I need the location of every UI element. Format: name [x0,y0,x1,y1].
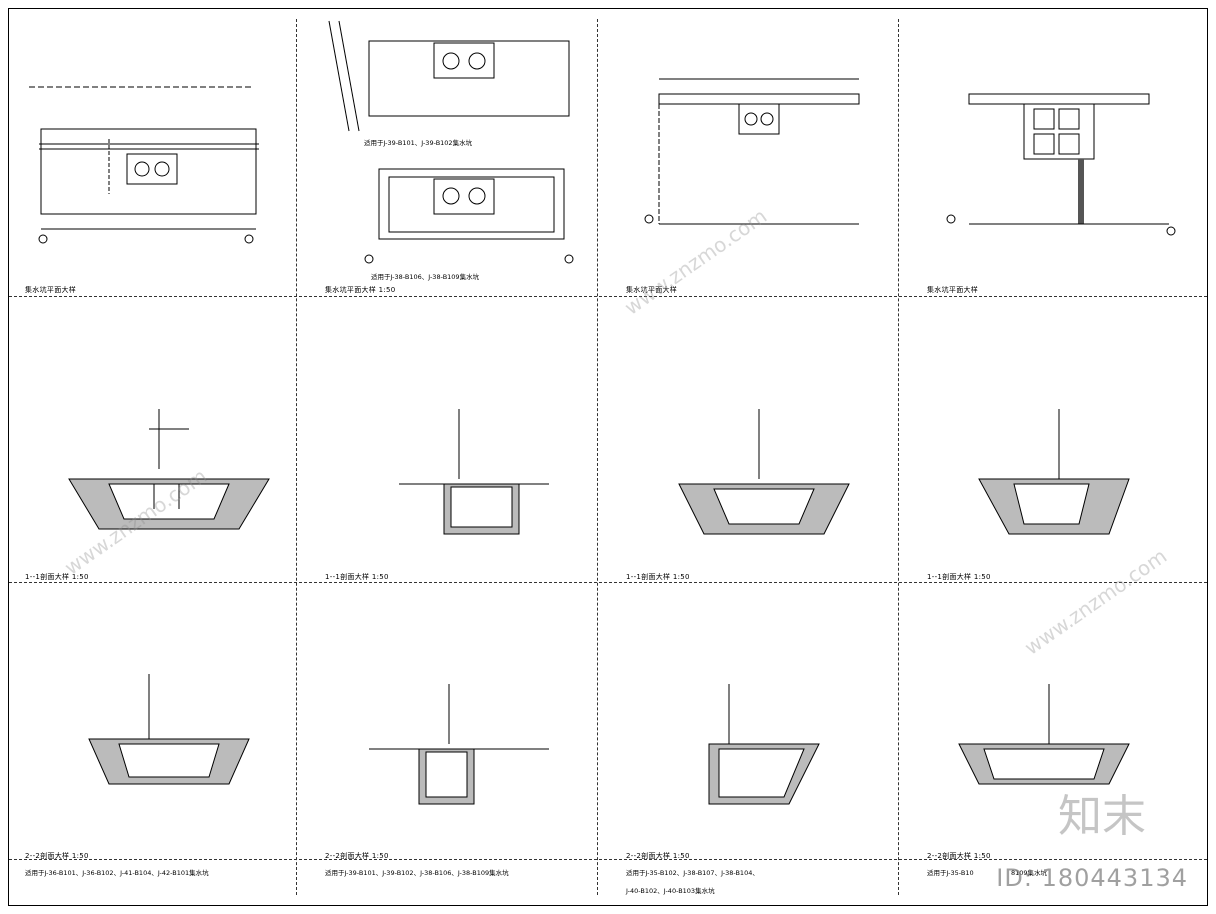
plan-drawing-3 [644,78,860,225]
row-divider [9,296,1207,297]
column-divider [898,19,899,895]
section-1-drawing-1 [68,409,270,530]
section-2-drawing-4 [958,684,1130,785]
inset-label-2: 适用于J-38-B106、J-38-B109集水坑 [371,273,480,281]
apply-note-3: 适用于J-35-B102、J-38-B107、J-38-B104、 [626,869,759,877]
section-1-drawing-3 [678,409,850,535]
plan-drawing-4 [946,93,1176,236]
apply-note-4: 适用于J-35-B10 [927,869,974,877]
drawing-sheet: 集水坑平面大样 适用于J-39-B101、J-39-B102集水坑 适用于J-3… [8,8,1208,906]
section-2-drawing-2 [369,684,549,805]
section-2-caption-2: 2--2剖面大样 1:50 [325,852,389,860]
section-1-caption-2: 1--1剖面大样 1:50 [325,573,389,581]
section-1-caption-3: 1--1剖面大样 1:50 [626,573,690,581]
section-1-drawing-2 [399,409,549,535]
apply-note-4-tail: 8109集水坑 [1011,869,1048,877]
section-2-caption-3: 2--2剖面大样 1:50 [626,852,690,860]
plan-caption-1: 集水坑平面大样 [25,286,77,294]
plan-caption-3: 集水坑平面大样 [626,286,678,294]
row-divider [9,859,1207,860]
plan-caption-4: 集水坑平面大样 [927,286,979,294]
section-1-caption-4: 1--1剖面大样 1:50 [927,573,991,581]
plan-caption-2: 集水坑平面大样 1:50 [325,286,396,294]
section-2-drawing-1 [88,674,250,785]
row-divider [9,582,1207,583]
column-divider [597,19,598,895]
section-2-drawing-3 [708,684,820,805]
plan-drawing-1 [29,86,259,244]
plan-drawing-2-lower [364,168,574,264]
section-2-caption-1: 2--2剖面大样 1:50 [25,852,89,860]
watermark-id: ID: 180443134 [996,864,1188,892]
watermark-brand: 知末 [1058,791,1146,842]
apply-note-2: 适用于J-39-B101、J-39-B102、J-38-B106、J-38-B1… [325,869,509,877]
plan-drawing-2-upper [328,20,570,132]
inset-label-1: 适用于J-39-B101、J-39-B102集水坑 [364,139,473,147]
column-divider [296,19,297,895]
apply-note-1: 适用于J-36-B101、J-36-B102、J-41-B104、J-42-B1… [25,869,209,877]
section-1-caption-1: 1--1剖面大样 1:50 [25,573,89,581]
section-2-caption-4: 2--2剖面大样 1:50 [927,852,991,860]
apply-note-3-line2: J-40-B102、J-40-B103集水坑 [626,887,715,895]
section-1-drawing-4 [978,409,1130,535]
